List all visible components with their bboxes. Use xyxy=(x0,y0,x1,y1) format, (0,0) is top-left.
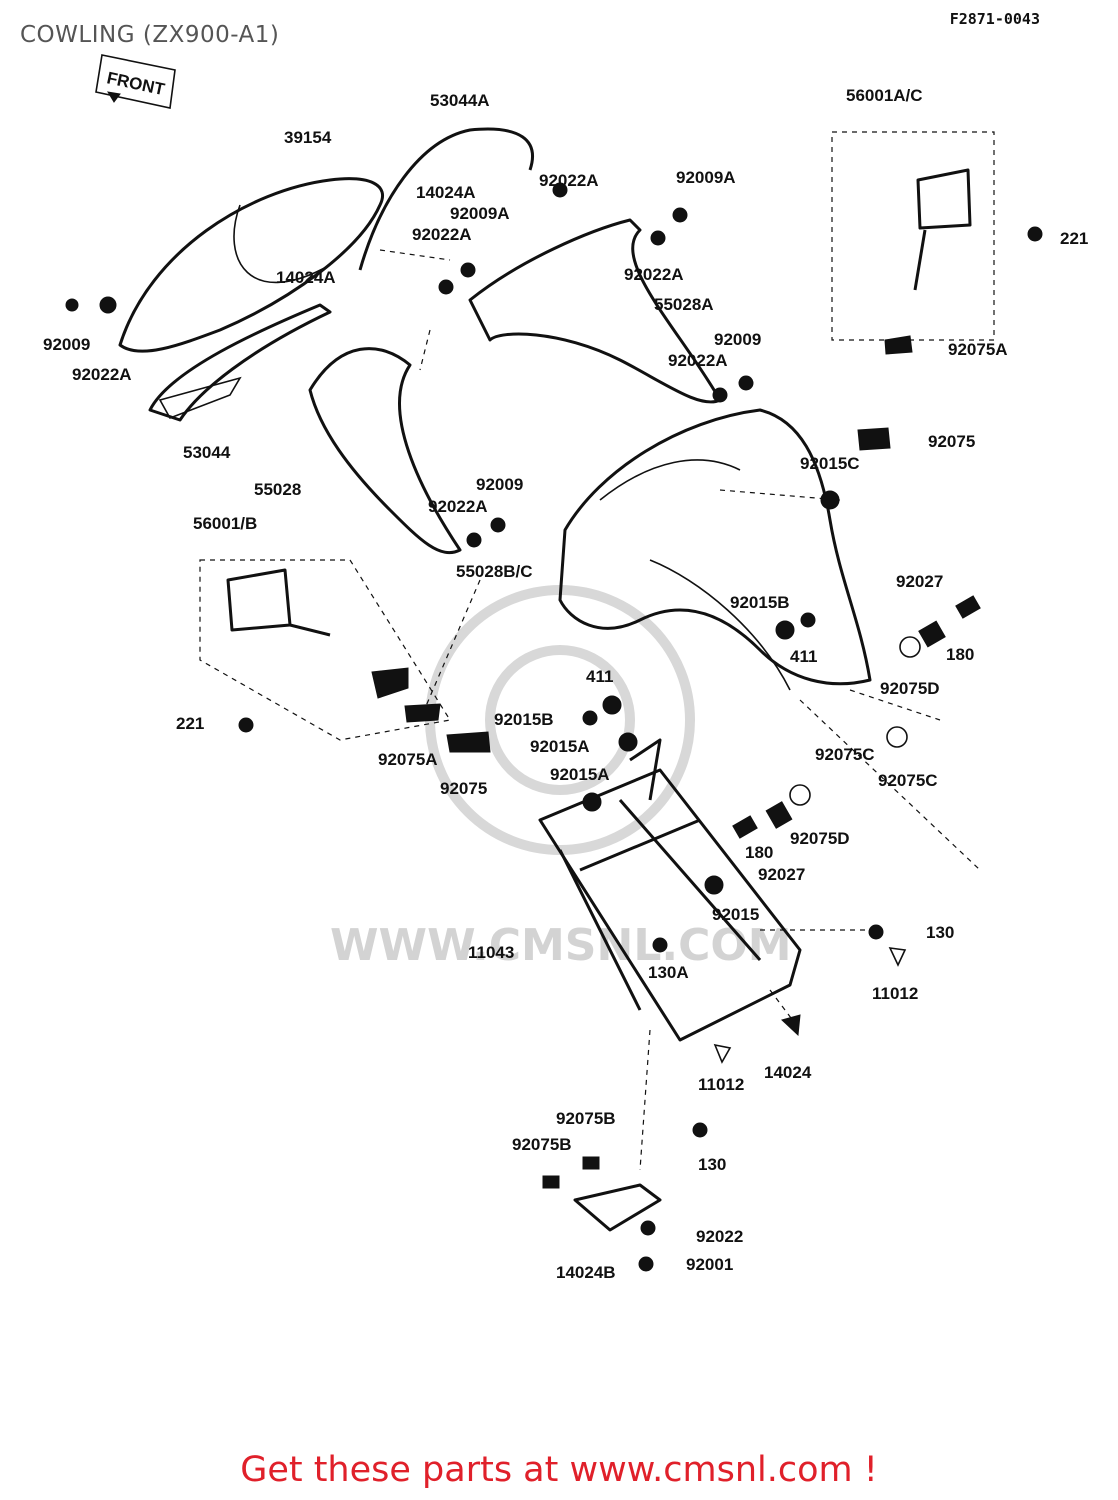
part-label: 56001/B xyxy=(193,514,257,533)
part-label: 92009A xyxy=(450,204,510,223)
part-label: 411 xyxy=(790,647,817,666)
mirror-56001-b xyxy=(199,559,451,741)
part-labels: 53044A 39154 14024A 92022A 92009A 14024A… xyxy=(43,86,1088,1282)
part-label: 56001A/C xyxy=(846,86,923,105)
part-label: 411 xyxy=(586,667,613,686)
part-label: 92015A xyxy=(530,737,590,756)
part-label: 92075 xyxy=(928,432,975,451)
part-label: 39154 xyxy=(284,128,332,147)
part-label: 53044 xyxy=(183,443,231,462)
cowling-bracket-11043 xyxy=(538,738,802,1042)
part-label: 92075A xyxy=(378,750,438,769)
drawing-reference: F2871-0043 xyxy=(949,10,1040,28)
inner-panel-55028 xyxy=(308,347,462,555)
part-label: 11012 xyxy=(872,984,918,1003)
part-label: 11012 xyxy=(698,1075,744,1094)
part-label: 14024 xyxy=(764,1063,812,1082)
windshield-part xyxy=(118,177,384,353)
shop-parts-link[interactable]: Get these parts at www.cmsnl.com ! xyxy=(240,1450,878,1490)
part-label: 92075C xyxy=(878,771,938,790)
part-label: 92015B xyxy=(494,710,554,729)
part-label: 92015B xyxy=(730,593,790,612)
part-label: 221 xyxy=(176,714,204,733)
part-label: 180 xyxy=(946,645,974,664)
part-label: 92027 xyxy=(758,865,805,884)
part-label: 130 xyxy=(698,1155,726,1174)
part-label: 14024B xyxy=(556,1263,616,1282)
part-label: 92015A xyxy=(550,765,610,784)
page-title: COWLING (ZX900-A1) xyxy=(20,22,280,48)
part-label: 92009 xyxy=(476,475,523,494)
part-label: 92022A xyxy=(412,225,472,244)
part-label: 92022A xyxy=(428,497,488,516)
part-label: 92015C xyxy=(800,454,860,473)
part-label: 92022A xyxy=(539,171,599,190)
upper-cowling xyxy=(558,408,872,686)
part-label: 92075 xyxy=(440,779,487,798)
part-label: 11043 xyxy=(468,943,514,962)
part-label: 92027 xyxy=(896,572,943,591)
trim-53044 xyxy=(148,303,332,422)
part-label: 92075D xyxy=(790,829,850,848)
part-label: 14024A xyxy=(416,183,476,202)
part-label: 92075C xyxy=(815,745,875,764)
part-label: 92075B xyxy=(512,1135,572,1154)
part-label: 221 xyxy=(1060,229,1088,248)
part-label: 55028A xyxy=(654,295,714,314)
part-label: 92022A xyxy=(72,365,132,384)
part-label: 92022A xyxy=(668,351,728,370)
part-label: 130A xyxy=(648,963,689,982)
part-label: 92001 xyxy=(686,1255,733,1274)
front-marker: FRONT xyxy=(95,54,176,109)
part-label: 92022 xyxy=(696,1227,743,1246)
part-label: 92009A xyxy=(676,168,736,187)
parts-diagram: WWW.CMSNL.COM FRONT xyxy=(43,54,1088,1282)
part-label: 92009 xyxy=(43,335,90,354)
part-label: 92015 xyxy=(712,905,759,924)
part-label: 130 xyxy=(926,923,954,942)
watermark-text: WWW.CMSNL.COM xyxy=(330,920,792,971)
mirror-56001-ac xyxy=(831,131,995,341)
grommet-53044a xyxy=(358,127,534,271)
inner-panel-55028a xyxy=(468,218,722,404)
part-label: 53044A xyxy=(430,91,490,110)
part-label: 55028B/C xyxy=(456,562,533,581)
part-label: 92022A xyxy=(624,265,684,284)
part-label: 92075B xyxy=(556,1109,616,1128)
part-label: 55028 xyxy=(254,480,301,499)
hardware-fasteners xyxy=(65,182,1043,1272)
part-label: 92075D xyxy=(880,679,940,698)
part-label: 180 xyxy=(745,843,773,862)
trim-inner-panel xyxy=(158,376,242,419)
leader-lines xyxy=(379,249,981,1171)
part-label: 92009 xyxy=(714,330,761,349)
part-label: 92075A xyxy=(948,340,1008,359)
part-label: 14024A xyxy=(276,268,336,287)
lower-stay-14024b xyxy=(573,1183,662,1232)
